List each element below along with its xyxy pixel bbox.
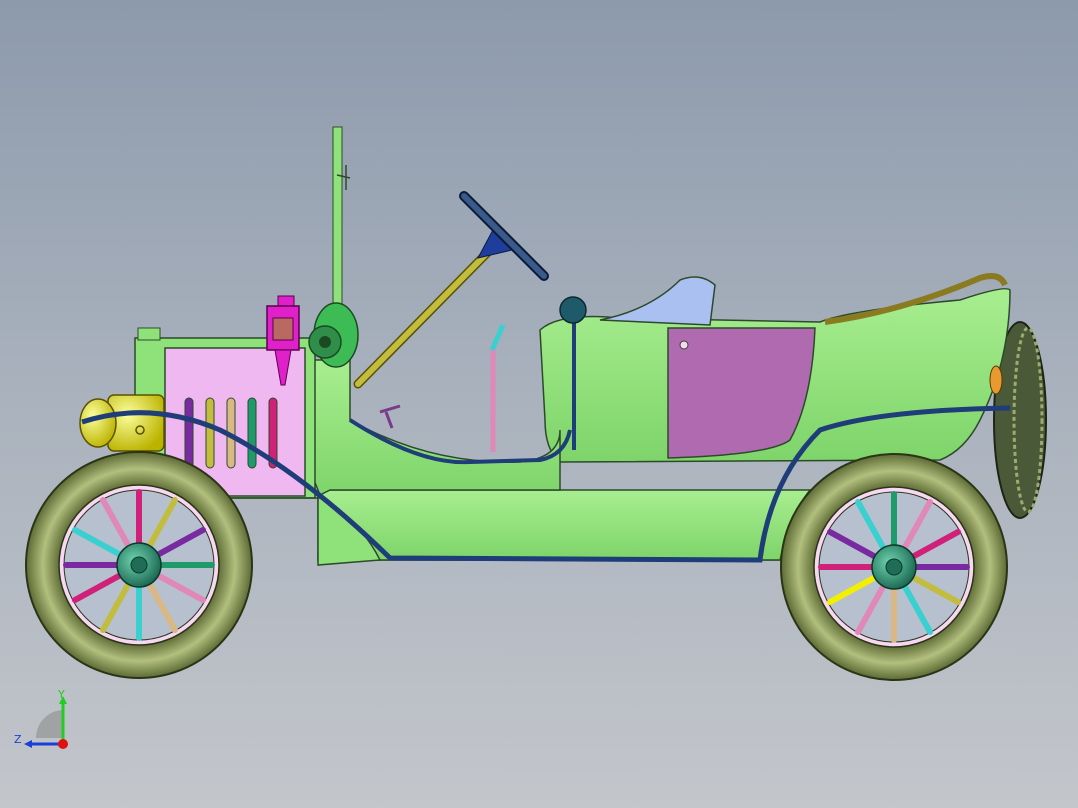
front-wheel bbox=[25, 451, 253, 679]
headlamp-icon bbox=[79, 394, 165, 452]
axis-y-label: Y bbox=[57, 688, 65, 701]
axis-z-label: Z bbox=[14, 733, 22, 746]
coordinate-triad-icon: Y Z bbox=[14, 688, 68, 749]
door-handle[interactable] bbox=[679, 340, 689, 350]
rear-wheel bbox=[780, 453, 1008, 681]
frame-tube bbox=[81, 405, 1011, 563]
pedal[interactable] bbox=[379, 404, 401, 429]
tail-lamp bbox=[989, 365, 1003, 395]
grille bbox=[184, 397, 278, 469]
rear-door[interactable] bbox=[667, 327, 816, 459]
spare-tire bbox=[993, 321, 1047, 519]
gear-lever[interactable] bbox=[559, 296, 587, 450]
lantern-icon bbox=[266, 295, 300, 386]
steering-column bbox=[353, 227, 513, 389]
seat-frame-tube bbox=[348, 418, 572, 465]
lower-body bbox=[317, 489, 812, 561]
steering-wheel-icon[interactable] bbox=[459, 191, 549, 281]
seat-back bbox=[599, 276, 716, 326]
cowl bbox=[309, 359, 561, 497]
horn-icon bbox=[308, 302, 359, 368]
brake-lever[interactable] bbox=[489, 323, 506, 452]
windshield-post bbox=[332, 126, 351, 318]
